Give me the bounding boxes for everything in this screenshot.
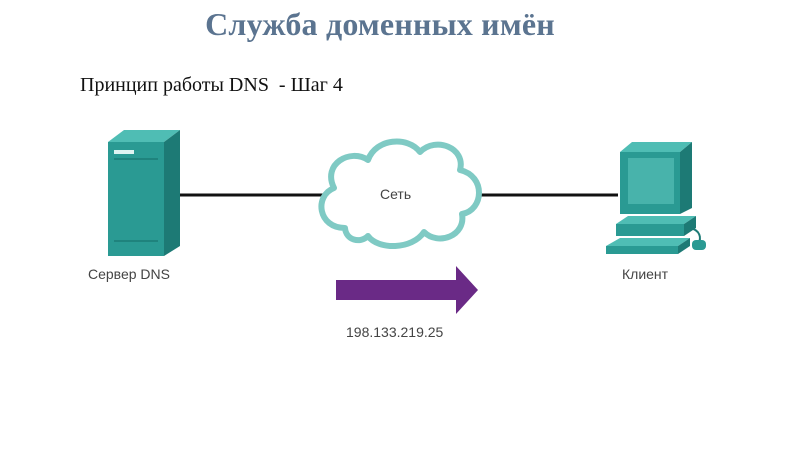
arrow-right-icon — [336, 266, 478, 314]
network-label: Сеть — [380, 186, 412, 202]
cloud-icon — [318, 138, 482, 250]
computer-icon — [606, 142, 706, 254]
server-label: Сервер DNS — [88, 266, 170, 282]
server-icon — [108, 130, 180, 256]
slide-title: Служба доменных имён — [205, 6, 555, 42]
ip-address-label: 198.133.219.25 — [346, 324, 444, 340]
slide-subtitle: Принцип работы DNS - Шаг 4 — [80, 74, 343, 96]
client-label: Клиент — [622, 266, 669, 282]
